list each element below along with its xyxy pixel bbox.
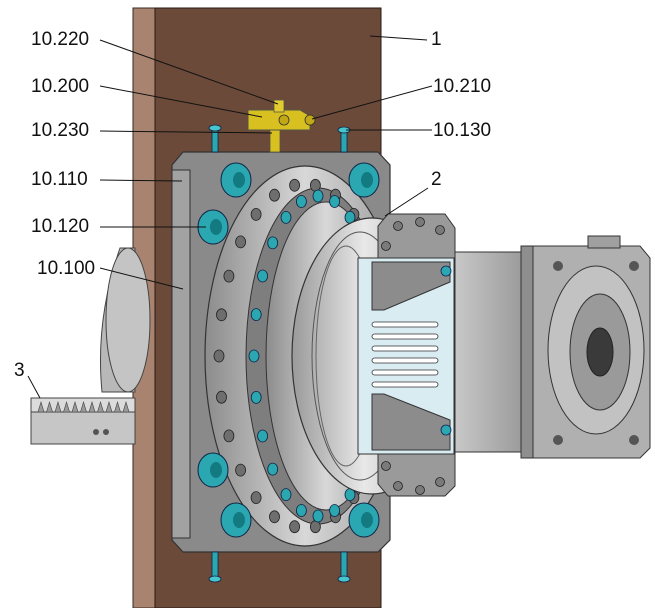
teal-bolt-head (312, 189, 324, 203)
gray-bolt-head (223, 429, 235, 443)
gray-bolt-head (289, 520, 301, 534)
label-1: 1 (431, 29, 442, 50)
teal-bolt-head (250, 308, 262, 322)
gray-bolt-head (235, 235, 247, 249)
gray-bolt-head (269, 510, 280, 524)
slot (371, 357, 439, 364)
flange-bolt (435, 225, 445, 235)
flange-bolt (393, 481, 403, 491)
gray-bolt-head (223, 269, 235, 283)
rack-tooth (37, 400, 45, 413)
label-10-110: 10.110 (31, 169, 88, 190)
rack-tooth (46, 400, 53, 413)
teal-bolt-head (257, 429, 269, 443)
label-10-120: 10.120 (31, 216, 90, 237)
teal-bolt-head (312, 509, 324, 523)
locating-pins (208, 124, 351, 583)
teal-bolt-head (329, 195, 341, 208)
label-3: 3 (14, 360, 25, 381)
gray-bolt-head (213, 349, 225, 363)
slot (371, 345, 439, 352)
slot (371, 333, 439, 340)
teal-bolt-head (280, 210, 292, 224)
label-2: 2 (431, 169, 442, 190)
label-10-230: 10.230 (31, 120, 90, 141)
slot (371, 321, 439, 328)
gray-bolt-head (235, 463, 247, 477)
slot (371, 369, 439, 376)
cap-screw-socket (233, 512, 245, 528)
label-10-220: 10.220 (31, 29, 90, 50)
cap-screw-socket (233, 172, 245, 188)
gray-bolt-head (309, 178, 321, 192)
rack-tooth (122, 400, 130, 413)
teal-bolt-head (250, 390, 262, 404)
flange-bolt (381, 241, 391, 251)
label-10-130: 10.130 (433, 120, 492, 141)
teal-bolt-head (257, 269, 269, 283)
teal-bolt-head (248, 349, 260, 363)
flange-bolt (381, 461, 391, 471)
corner-cap-screws (197, 162, 380, 538)
rack-tooth (71, 400, 79, 413)
label-10-100: 10.100 (37, 258, 96, 279)
gray-bolt-head (216, 390, 227, 404)
rack-tooth (88, 400, 96, 413)
rack-tooth (63, 400, 70, 413)
rack-tooth (80, 400, 87, 413)
gear-rack (30, 397, 136, 445)
flange-bolt (435, 477, 445, 487)
cap-screw-socket (210, 219, 222, 235)
teal-bolt-head (267, 462, 279, 476)
gray-bolt-head (289, 178, 301, 192)
flange-bolt (415, 217, 425, 227)
cap-screw-socket (210, 462, 222, 478)
teal-bolt-head (295, 195, 307, 208)
label-10-200: 10.200 (31, 76, 90, 97)
rack-tooth (105, 400, 113, 413)
air-valve (247, 99, 316, 153)
gray-bolt-head (250, 207, 262, 221)
leader-lines (27, 35, 433, 399)
flange-bolt (393, 221, 403, 231)
teal-bolt-head (280, 488, 292, 502)
gray-bolt-head (269, 188, 280, 202)
clamp-slots (371, 321, 439, 388)
flange-bolt (415, 485, 425, 495)
rear-cylinder (99, 247, 151, 393)
teal-bolt-head (267, 236, 279, 250)
drive-motor (440, 235, 651, 459)
slot (371, 381, 439, 388)
rack-teeth (37, 400, 130, 413)
adapter-flange (357, 213, 456, 497)
adapter-bolts (381, 217, 445, 495)
cap-screw-socket (361, 172, 373, 188)
rack-tooth (54, 400, 62, 413)
gray-bolt-head (216, 308, 227, 322)
cap-screw-socket (361, 512, 373, 528)
teal-bolt-head (295, 504, 307, 517)
gray-bolt-head (250, 491, 262, 505)
label-10-210: 10.210 (433, 76, 492, 97)
rack-tooth (97, 400, 104, 413)
gray-bolt-head (309, 520, 321, 534)
rack-tooth (114, 400, 121, 413)
teal-bolt-head (329, 504, 341, 517)
